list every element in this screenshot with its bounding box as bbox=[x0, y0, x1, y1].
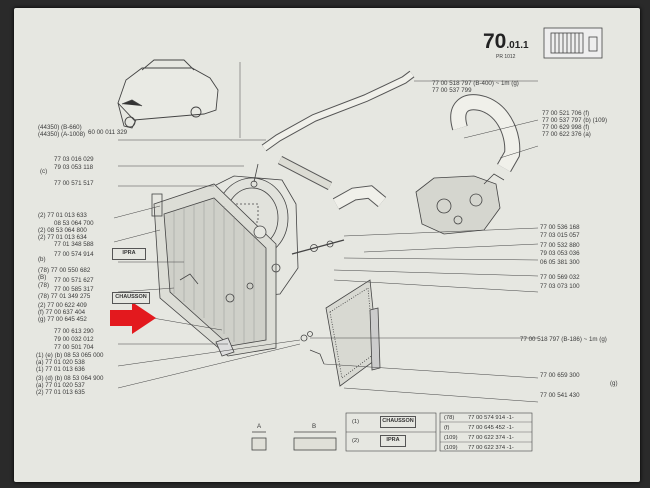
exploded-drawing bbox=[110, 27, 603, 452]
legend-right-code-1: 77 00 645 452 -1- bbox=[468, 425, 514, 431]
legend-left-label-1: IPRA bbox=[380, 435, 406, 447]
label-right-1: 77 00 537 799 bbox=[432, 87, 472, 94]
label-left-28: (1) 77 01 013 636 bbox=[36, 366, 85, 373]
label-right-0: 77 00 518 797 (B-400) ~ 1m (g) bbox=[432, 80, 519, 87]
label-left-14: (B) bbox=[38, 274, 47, 281]
section-ref: PR 1012 bbox=[496, 54, 516, 60]
label-left-5: (c) bbox=[40, 168, 48, 175]
label-left-15: (78) 77 00 550 682 bbox=[38, 267, 91, 274]
dim-a: A bbox=[257, 423, 262, 430]
parts-diagram-page: 70.01.1 PR 1012 bbox=[14, 8, 640, 482]
label-right-9: 79 03 053 036 bbox=[540, 250, 580, 257]
label-right-10: 06 05 381 300 bbox=[540, 259, 580, 266]
legend-right-num-1: (f) bbox=[444, 425, 450, 431]
legend-right-code-0: 77 00 574 914 -1- bbox=[468, 415, 514, 421]
label-left-13: 77 00 574 914 bbox=[54, 251, 94, 258]
legend-right-num-2: (109) bbox=[444, 435, 458, 441]
label-left-21: (f) 77 00 637 404 bbox=[38, 309, 86, 316]
legend-left-num-1: (2) bbox=[352, 438, 360, 444]
label-left-20: (2) 77 00 622 409 bbox=[38, 302, 87, 309]
label-left-22: (g) 77 00 645 452 bbox=[38, 316, 87, 323]
label-right-12: 77 03 073 100 bbox=[540, 283, 580, 290]
chausson-tag: CHAUSSON bbox=[112, 292, 150, 304]
label-left-30: (a) 77 01 020 537 bbox=[36, 382, 85, 389]
dim-b: B bbox=[312, 423, 317, 430]
water-pump bbox=[415, 173, 505, 235]
legend-right-num-0: (78) bbox=[444, 415, 455, 421]
label-left-3: 77 03 016 029 bbox=[54, 156, 94, 163]
label-left-26: (1) (e) (b) 08 53 065 000 bbox=[36, 352, 104, 359]
label-left-0: (44350) (B-660) bbox=[38, 124, 82, 131]
label-right-3: 77 00 537 797 (b) (109) bbox=[542, 117, 608, 124]
label-right-7: 77 03 015 057 bbox=[540, 232, 580, 239]
radiator-icon bbox=[543, 27, 603, 59]
label-right-15: (g) bbox=[610, 380, 618, 387]
label-left-11: 77 01 348 588 bbox=[54, 241, 94, 248]
label-left-2: 60 00 011 329 bbox=[88, 129, 128, 136]
hose-dimension-sketch bbox=[251, 431, 337, 451]
label-left-27: (a) 77 01 020 538 bbox=[36, 359, 85, 366]
label-left-17: 77 00 571 627 bbox=[54, 277, 94, 284]
label-right-11: 77 00 569 032 bbox=[540, 274, 580, 281]
label-right-4: 77 00 629 998 (f) bbox=[542, 124, 590, 131]
label-right-13: 77 00 518 797 (B-186) ~ 1m (g) bbox=[520, 336, 607, 343]
label-left-7: (2) 77 01 013 633 bbox=[38, 212, 87, 219]
section-number: 70.01.1 bbox=[483, 30, 529, 53]
label-left-12: (b) bbox=[38, 256, 46, 263]
radiator bbox=[151, 183, 281, 357]
label-left-29: (3) (d) (b) 08 53 064 900 bbox=[36, 375, 104, 382]
splash-panel bbox=[325, 279, 379, 387]
label-left-23: 77 00 613 290 bbox=[54, 328, 94, 335]
legend-right-code-3: 77 00 622 374 -1- bbox=[468, 445, 514, 451]
label-right-8: 77 00 532 880 bbox=[540, 242, 580, 249]
label-left-6: 77 00 571 517 bbox=[54, 180, 94, 187]
label-left-10: (2) 77 01 013 634 bbox=[38, 234, 87, 241]
label-left-19: (78) 77 01 349 275 bbox=[38, 293, 91, 300]
label-left-18: 77 00 585 317 bbox=[54, 286, 94, 293]
label-right-16: 77 00 541 430 bbox=[540, 392, 580, 399]
label-right-5: 77 00 622 376 (a) bbox=[542, 131, 591, 138]
label-left-25: 77 00 501 704 bbox=[54, 344, 94, 351]
legend-left-num-0: (1) bbox=[352, 419, 360, 425]
label-left-1: (44350) (A-1008) bbox=[38, 131, 86, 138]
label-left-16: (78) bbox=[38, 282, 50, 289]
pointer-arrow bbox=[110, 302, 156, 334]
legend-right-code-2: 77 00 622 374 -1- bbox=[468, 435, 514, 441]
label-left-8: 08 53 064 700 bbox=[54, 220, 94, 227]
label-left-31: (2) 77 01 013 635 bbox=[36, 389, 85, 396]
label-right-14: 77 00 659 300 bbox=[540, 372, 580, 379]
legend-right-num-3: (109) bbox=[444, 445, 458, 451]
label-left-4: 79 03 053 118 bbox=[54, 164, 94, 171]
label-right-2: 77 00 521 706 (f) bbox=[542, 110, 590, 117]
car-illustration bbox=[117, 59, 219, 129]
label-left-24: 79 00 032 012 bbox=[54, 336, 94, 343]
legend-left-label-0: CHAUSSON bbox=[380, 416, 416, 428]
ipra-tag: IPRA bbox=[112, 248, 146, 260]
label-right-6: 77 00 536 168 bbox=[540, 224, 580, 231]
label-left-9: (2) 08 53 064 800 bbox=[38, 227, 87, 234]
